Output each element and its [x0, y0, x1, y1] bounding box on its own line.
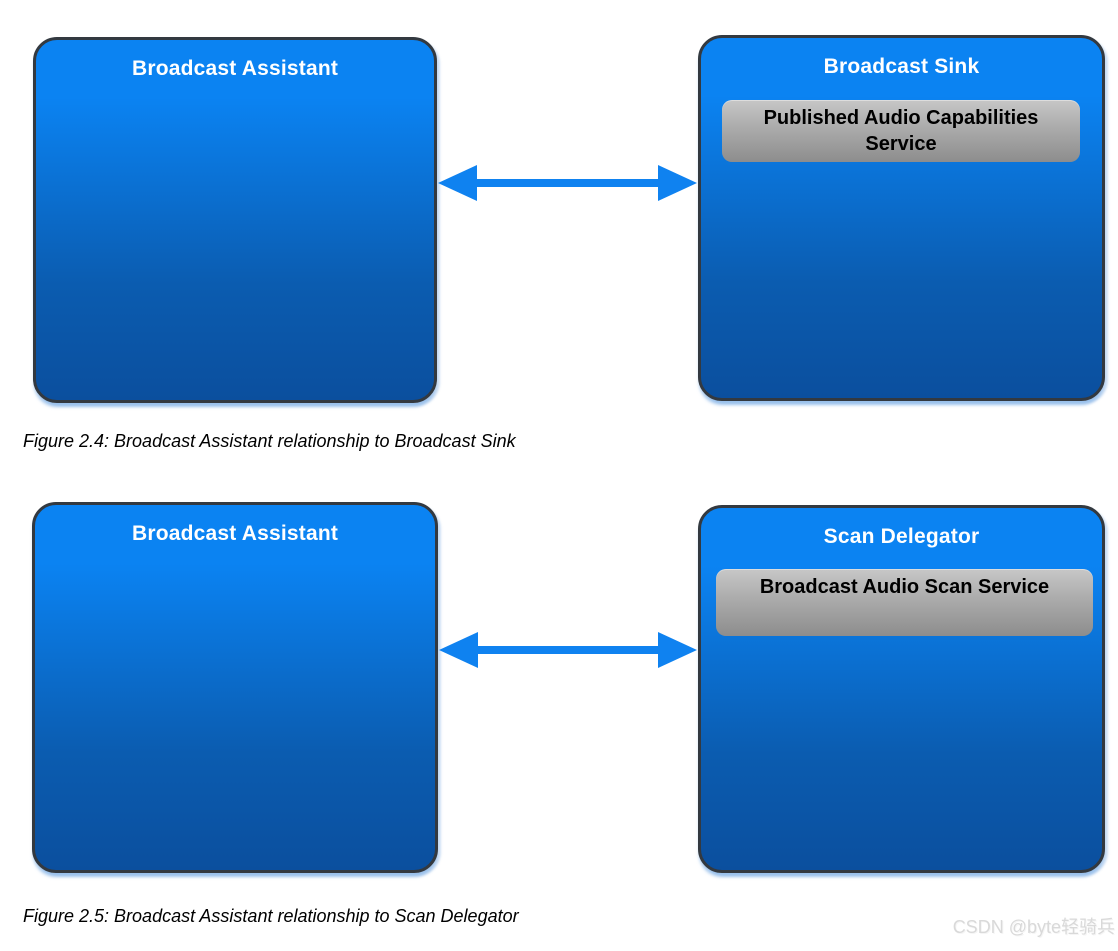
broadcast-assistant-box-fig2: Broadcast Assistant [32, 502, 438, 873]
figure-caption-2-5: Figure 2.5: Broadcast Assistant relation… [23, 906, 519, 926]
broadcast-sink-box: Broadcast Sink Published Audio Capabilit… [698, 35, 1105, 401]
bidirectional-arrow-icon [438, 165, 697, 201]
scan-delegator-box: Scan Delegator Broadcast Audio Scan Serv… [698, 505, 1105, 873]
service-label: Published Audio Capabilities Service [763, 107, 1039, 155]
entity-title: Scan Delegator [823, 525, 980, 548]
broadcast-audio-scan-service-box: Broadcast Audio Scan Service [716, 569, 1093, 636]
entity-title: Broadcast Assistant [131, 522, 339, 545]
entity-title: Broadcast Assistant [131, 57, 339, 80]
entity-title: Broadcast Sink [823, 55, 980, 78]
service-label: Broadcast Audio Scan Service [759, 576, 1050, 598]
broadcast-assistant-box-fig1: Broadcast Assistant [33, 37, 437, 403]
figure-caption-2-4: Figure 2.4: Broadcast Assistant relation… [23, 431, 516, 451]
watermark: CSDN @byte轻骑兵 [952, 917, 1115, 937]
published-audio-capabilities-service-box: Published Audio Capabilities Service [722, 100, 1080, 162]
bidirectional-arrow-icon [439, 632, 697, 668]
